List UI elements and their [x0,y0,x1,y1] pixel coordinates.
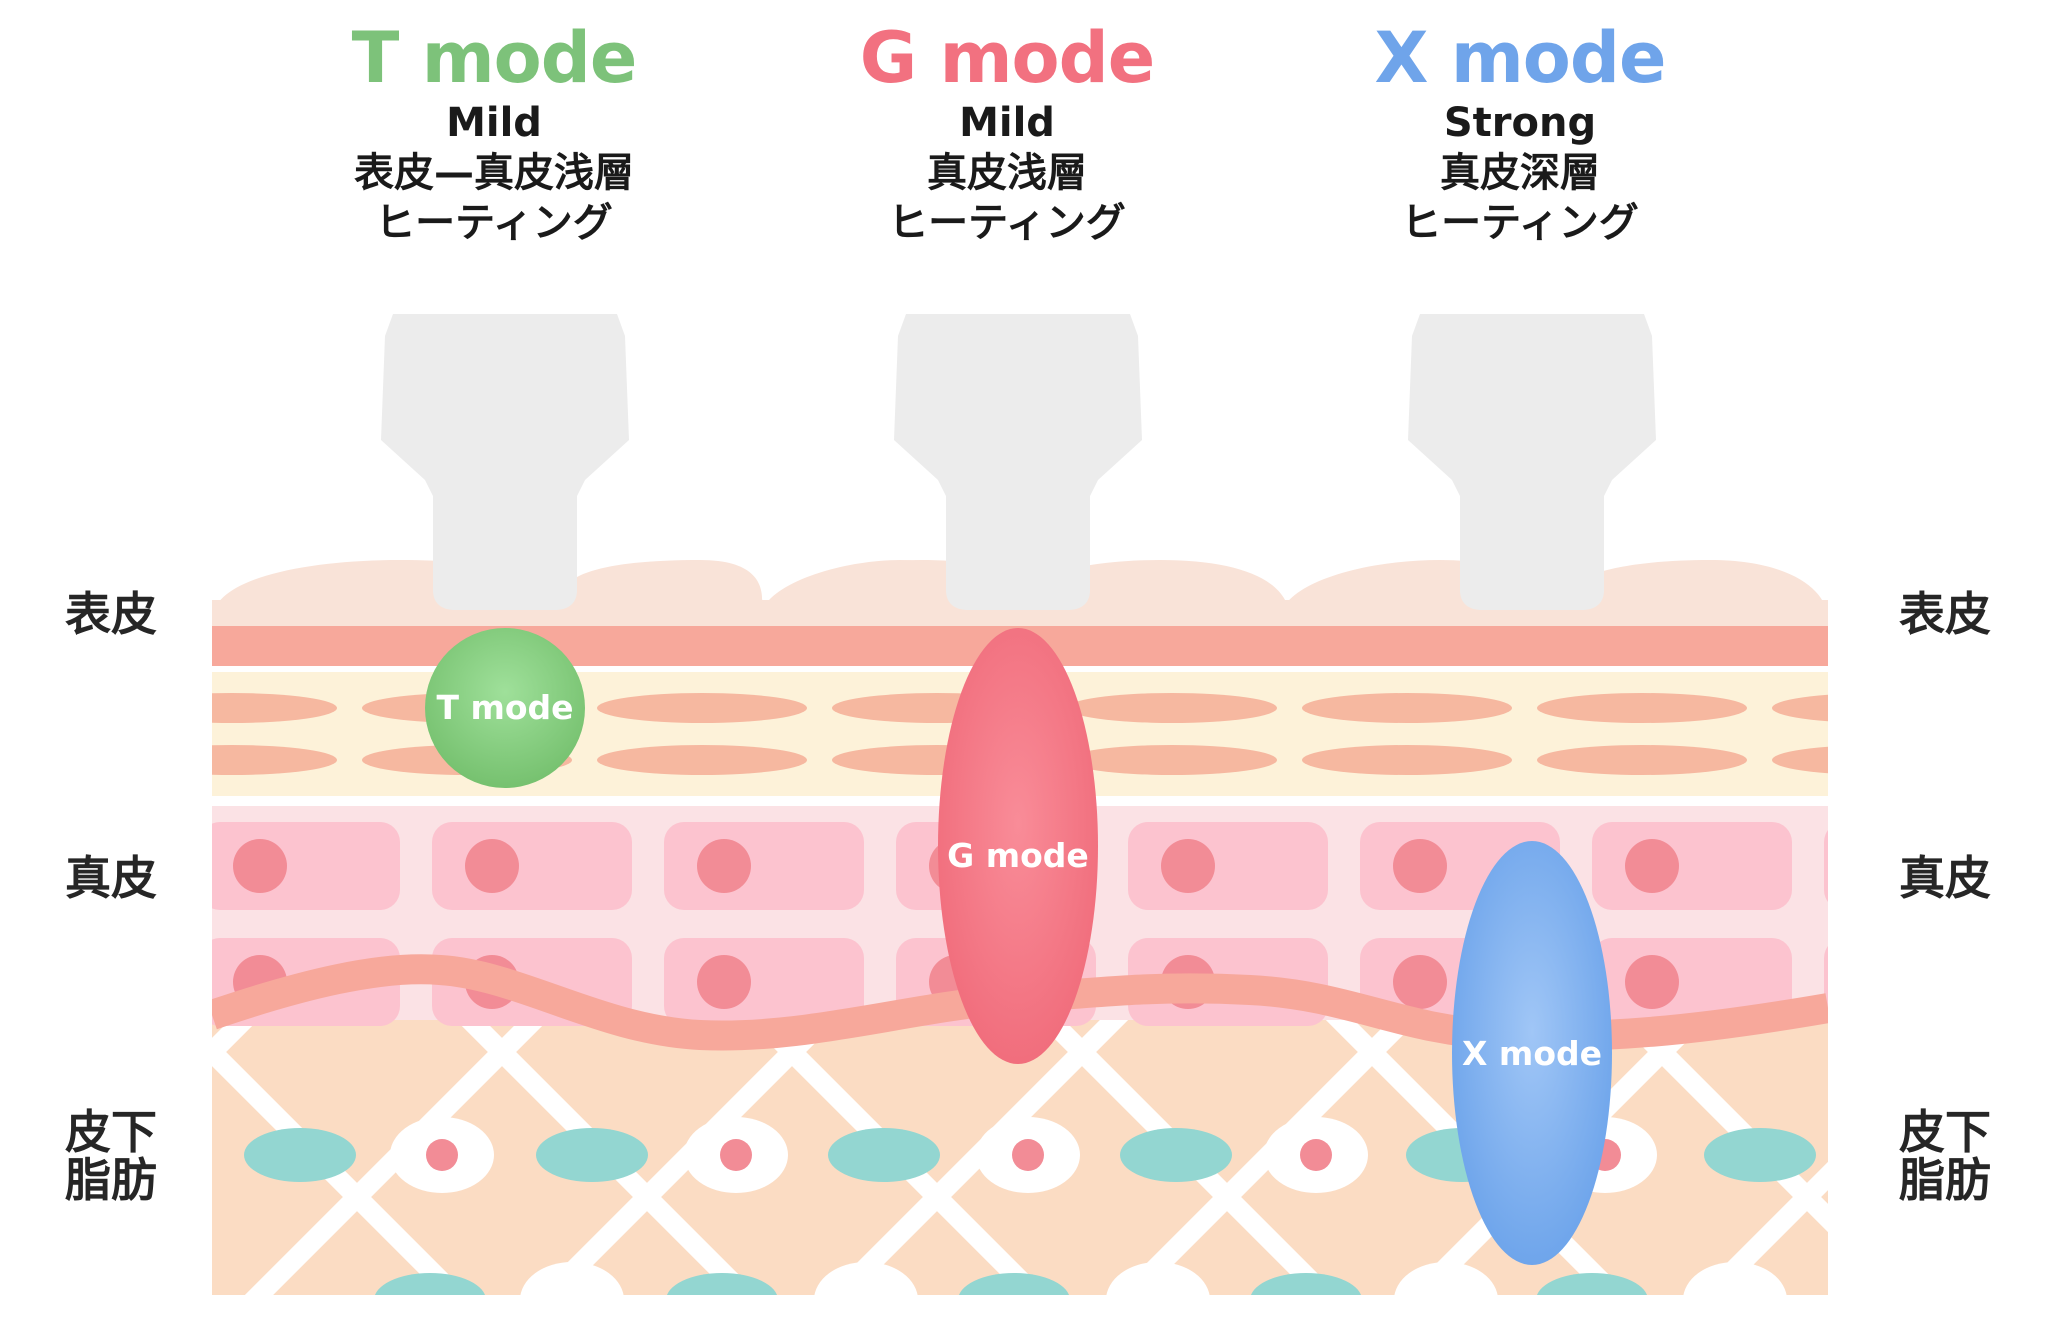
g-mode-bubble [938,628,1098,1064]
mode-depth: 真皮深層 [1440,150,1600,196]
fat-cell [1394,1262,1498,1295]
fat-cell [1683,1262,1787,1295]
epidermis-cell [1537,745,1747,775]
mode-header-x: X mode Strong 真皮深層 ヒーティング [1310,18,1730,248]
dermis-cell [212,822,400,910]
fat-teal-cell [828,1128,940,1182]
epidermis-cell [1772,746,1828,774]
mode-intensity: Mild [446,100,542,146]
t-mode-bubble [425,628,585,788]
dermis-cell [432,822,632,910]
mode-method: ヒーティング [375,200,613,246]
fat-teal-cell [536,1128,648,1182]
fat-teal-cell [1120,1128,1232,1182]
mode-title: X mode [1374,17,1667,99]
fat-teal-cell [666,1273,778,1295]
dermis-nucleus [233,839,287,893]
dermis-nucleus [465,839,519,893]
epidermis-cell [1302,693,1512,723]
label-fat-line1: 皮下 [1899,1105,1991,1159]
device-head [1408,314,1656,610]
fat-cell-nucleus [1012,1139,1044,1171]
dermis-cell [1128,822,1328,910]
fat-teal-cell [244,1128,356,1182]
mode-title: G mode [859,17,1155,99]
device-head [381,314,629,610]
fat-teal-cell [958,1273,1070,1295]
dermis-nucleus [1393,955,1447,1009]
epidermis-cell [1067,745,1277,775]
dermis-cell [664,822,864,910]
fat-teal-cell [1250,1273,1362,1295]
mode-depth: 表皮—真皮浅層 [354,150,634,196]
mode-depth: 真皮浅層 [927,150,1087,196]
mode-intensity: Mild [959,100,1055,146]
label-fat-left: 皮下 脂肪 [56,1108,166,1204]
dermis-nucleus [1161,839,1215,893]
fat-teal-cell [1834,1273,1946,1327]
fat-teal-cell [374,1273,486,1295]
epidermis-cell [0,745,102,775]
label-fat-right: 皮下 脂肪 [1890,1108,2000,1204]
devices [381,314,1656,610]
device-head [894,314,1142,610]
fat-cell-nucleus [720,1139,752,1171]
t-mode-bubble-label: T mode [436,688,574,727]
dermis-nucleus [1393,839,1447,893]
epidermis-cell [597,693,807,723]
epidermis-cell [1537,693,1747,723]
epidermis-cell [1772,694,1828,722]
mode-method: ヒーティング [888,200,1126,246]
label-epidermis-left: 表皮 [65,587,157,641]
g-mode-bubble-label: G mode [947,836,1089,875]
x-mode-bubble [1452,841,1612,1265]
x-mode-bubble-label: X mode [1462,1034,1602,1073]
dermis-cell [1592,822,1792,910]
epidermis-cell [1067,693,1277,723]
label-fat-line2: 脂肪 [65,1153,157,1207]
label-dermis-left: 真皮 [65,851,157,905]
dermis-nucleus [1625,955,1679,1009]
mode-intensity: Strong [1443,100,1597,146]
label-epidermis-right: 表皮 [1899,587,1991,641]
mode-header-g: G mode Mild 真皮浅層 ヒーティング [797,18,1217,248]
mode-header-t: T mode Mild 表皮—真皮浅層 ヒーティング [284,18,704,248]
dermis-cell [1824,830,1828,902]
fat-teal-cell [1536,1273,1648,1295]
dermis-nucleus [1857,955,1911,1009]
fat-cell [520,1262,624,1295]
fat-cell-nucleus [426,1139,458,1171]
dermis-nucleus [1625,839,1679,893]
mode-title: T mode [351,17,638,99]
fat-cell [1106,1262,1210,1295]
epidermis-cell [1302,745,1512,775]
fat-teal-cell [1704,1128,1816,1182]
epidermis-cell [597,745,807,775]
fat-cell [814,1262,918,1295]
mode-method: ヒーティング [1401,200,1639,246]
label-fat-line2: 脂肪 [1899,1153,1991,1207]
fat-cell-nucleus [1300,1139,1332,1171]
dermis-nucleus [697,955,751,1009]
epidermis-cell [212,745,337,775]
epidermis-cell [2007,693,2048,723]
epidermis-cell [0,693,102,723]
epidermis-cell [212,693,337,723]
dermis-cell [1824,946,1828,1018]
dermis-nucleus [697,839,751,893]
epidermis-cell [2007,745,2048,775]
label-dermis-right: 真皮 [1899,851,1991,905]
label-fat-line1: 皮下 [65,1105,157,1159]
fat-layer [212,1000,1946,1327]
